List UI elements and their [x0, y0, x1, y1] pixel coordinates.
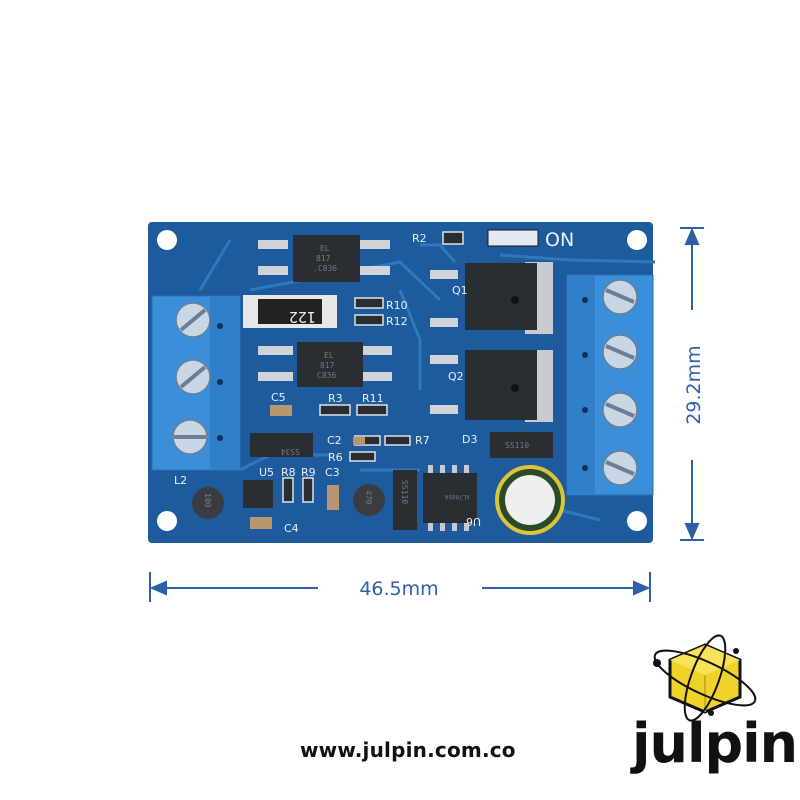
label-r12: R12: [386, 315, 408, 328]
shunt-resistor: [243, 295, 337, 328]
label-c2: C2: [327, 434, 342, 447]
inductor-main: [353, 484, 385, 516]
diode-ss110-mid: [393, 470, 417, 530]
small-smd-parts: [282, 231, 464, 503]
height-label: 29.2mm: [683, 345, 705, 424]
electrolytic-capacitor: [495, 465, 565, 535]
optocoupler-2: [258, 342, 392, 387]
label-d3: D3: [462, 433, 477, 446]
label-r6: R6: [328, 451, 343, 464]
label-l2: L2: [174, 474, 187, 487]
label-q2: Q2: [448, 370, 464, 383]
inductor-l2: [192, 487, 224, 519]
width-dimension: [149, 572, 651, 602]
ss34-marking: SS34: [281, 447, 300, 456]
shunt-marking: 122: [289, 308, 316, 326]
opto2-code: C836: [317, 371, 336, 380]
mounting-holes: [157, 230, 647, 531]
mosfet-q2: [430, 350, 553, 422]
silkscreen-labels: ON R2 R10 R12 C5 R3 R11 C2 R7 R6 D3 U5 R…: [174, 229, 574, 535]
height-dimension: [680, 227, 704, 541]
diode-ss110-right: [490, 432, 553, 458]
opto2-model: 817: [320, 361, 335, 370]
ss110-mid-marking: SS110: [400, 480, 409, 504]
label-u5: U5: [259, 466, 274, 479]
opto2-brand: EL: [324, 351, 334, 360]
capacitors: [250, 405, 365, 529]
component-markings: EL 817 .C836 EL 817 C836 122 SS34 SS110 …: [203, 244, 529, 508]
right-terminal-block: [566, 274, 654, 496]
label-c4: C4: [284, 522, 299, 535]
optocoupler-1: [258, 235, 390, 282]
label-r7: R7: [415, 434, 430, 447]
label-r10: R10: [386, 299, 408, 312]
label-r3: R3: [328, 392, 343, 405]
website-url: www.julpin.com.co: [300, 738, 516, 762]
diode-ss34: [250, 433, 313, 457]
label-c5: C5: [271, 391, 286, 404]
label-r9: R9: [301, 466, 316, 479]
label-u6: U6: [466, 515, 481, 528]
left-terminal-block: [151, 295, 241, 471]
on-label: ON: [545, 229, 574, 251]
width-label: 46.5mm: [359, 578, 438, 600]
power-led: [487, 229, 539, 247]
l2-marking: 100: [203, 493, 212, 508]
label-r11: R11: [362, 392, 384, 405]
label-c3: C3: [325, 466, 340, 479]
opto1-code: .C836: [313, 264, 337, 273]
label-r8: R8: [281, 466, 296, 479]
regulator-u6: [423, 465, 477, 531]
inductor-marking: 470: [364, 490, 373, 505]
ss110-right-marking: SS110: [505, 441, 529, 450]
opto1-brand: EL: [320, 244, 330, 253]
label-r2: R2: [412, 232, 427, 245]
regulator-u5: [243, 480, 273, 508]
label-q1: Q1: [452, 284, 468, 297]
opto1-model: 817: [316, 254, 331, 263]
regulator-marking: XL7005A: [444, 493, 470, 500]
brand-name: julpin: [632, 712, 798, 775]
mosfet-q1: [430, 262, 553, 334]
julpin-logo-icon: [653, 634, 757, 722]
